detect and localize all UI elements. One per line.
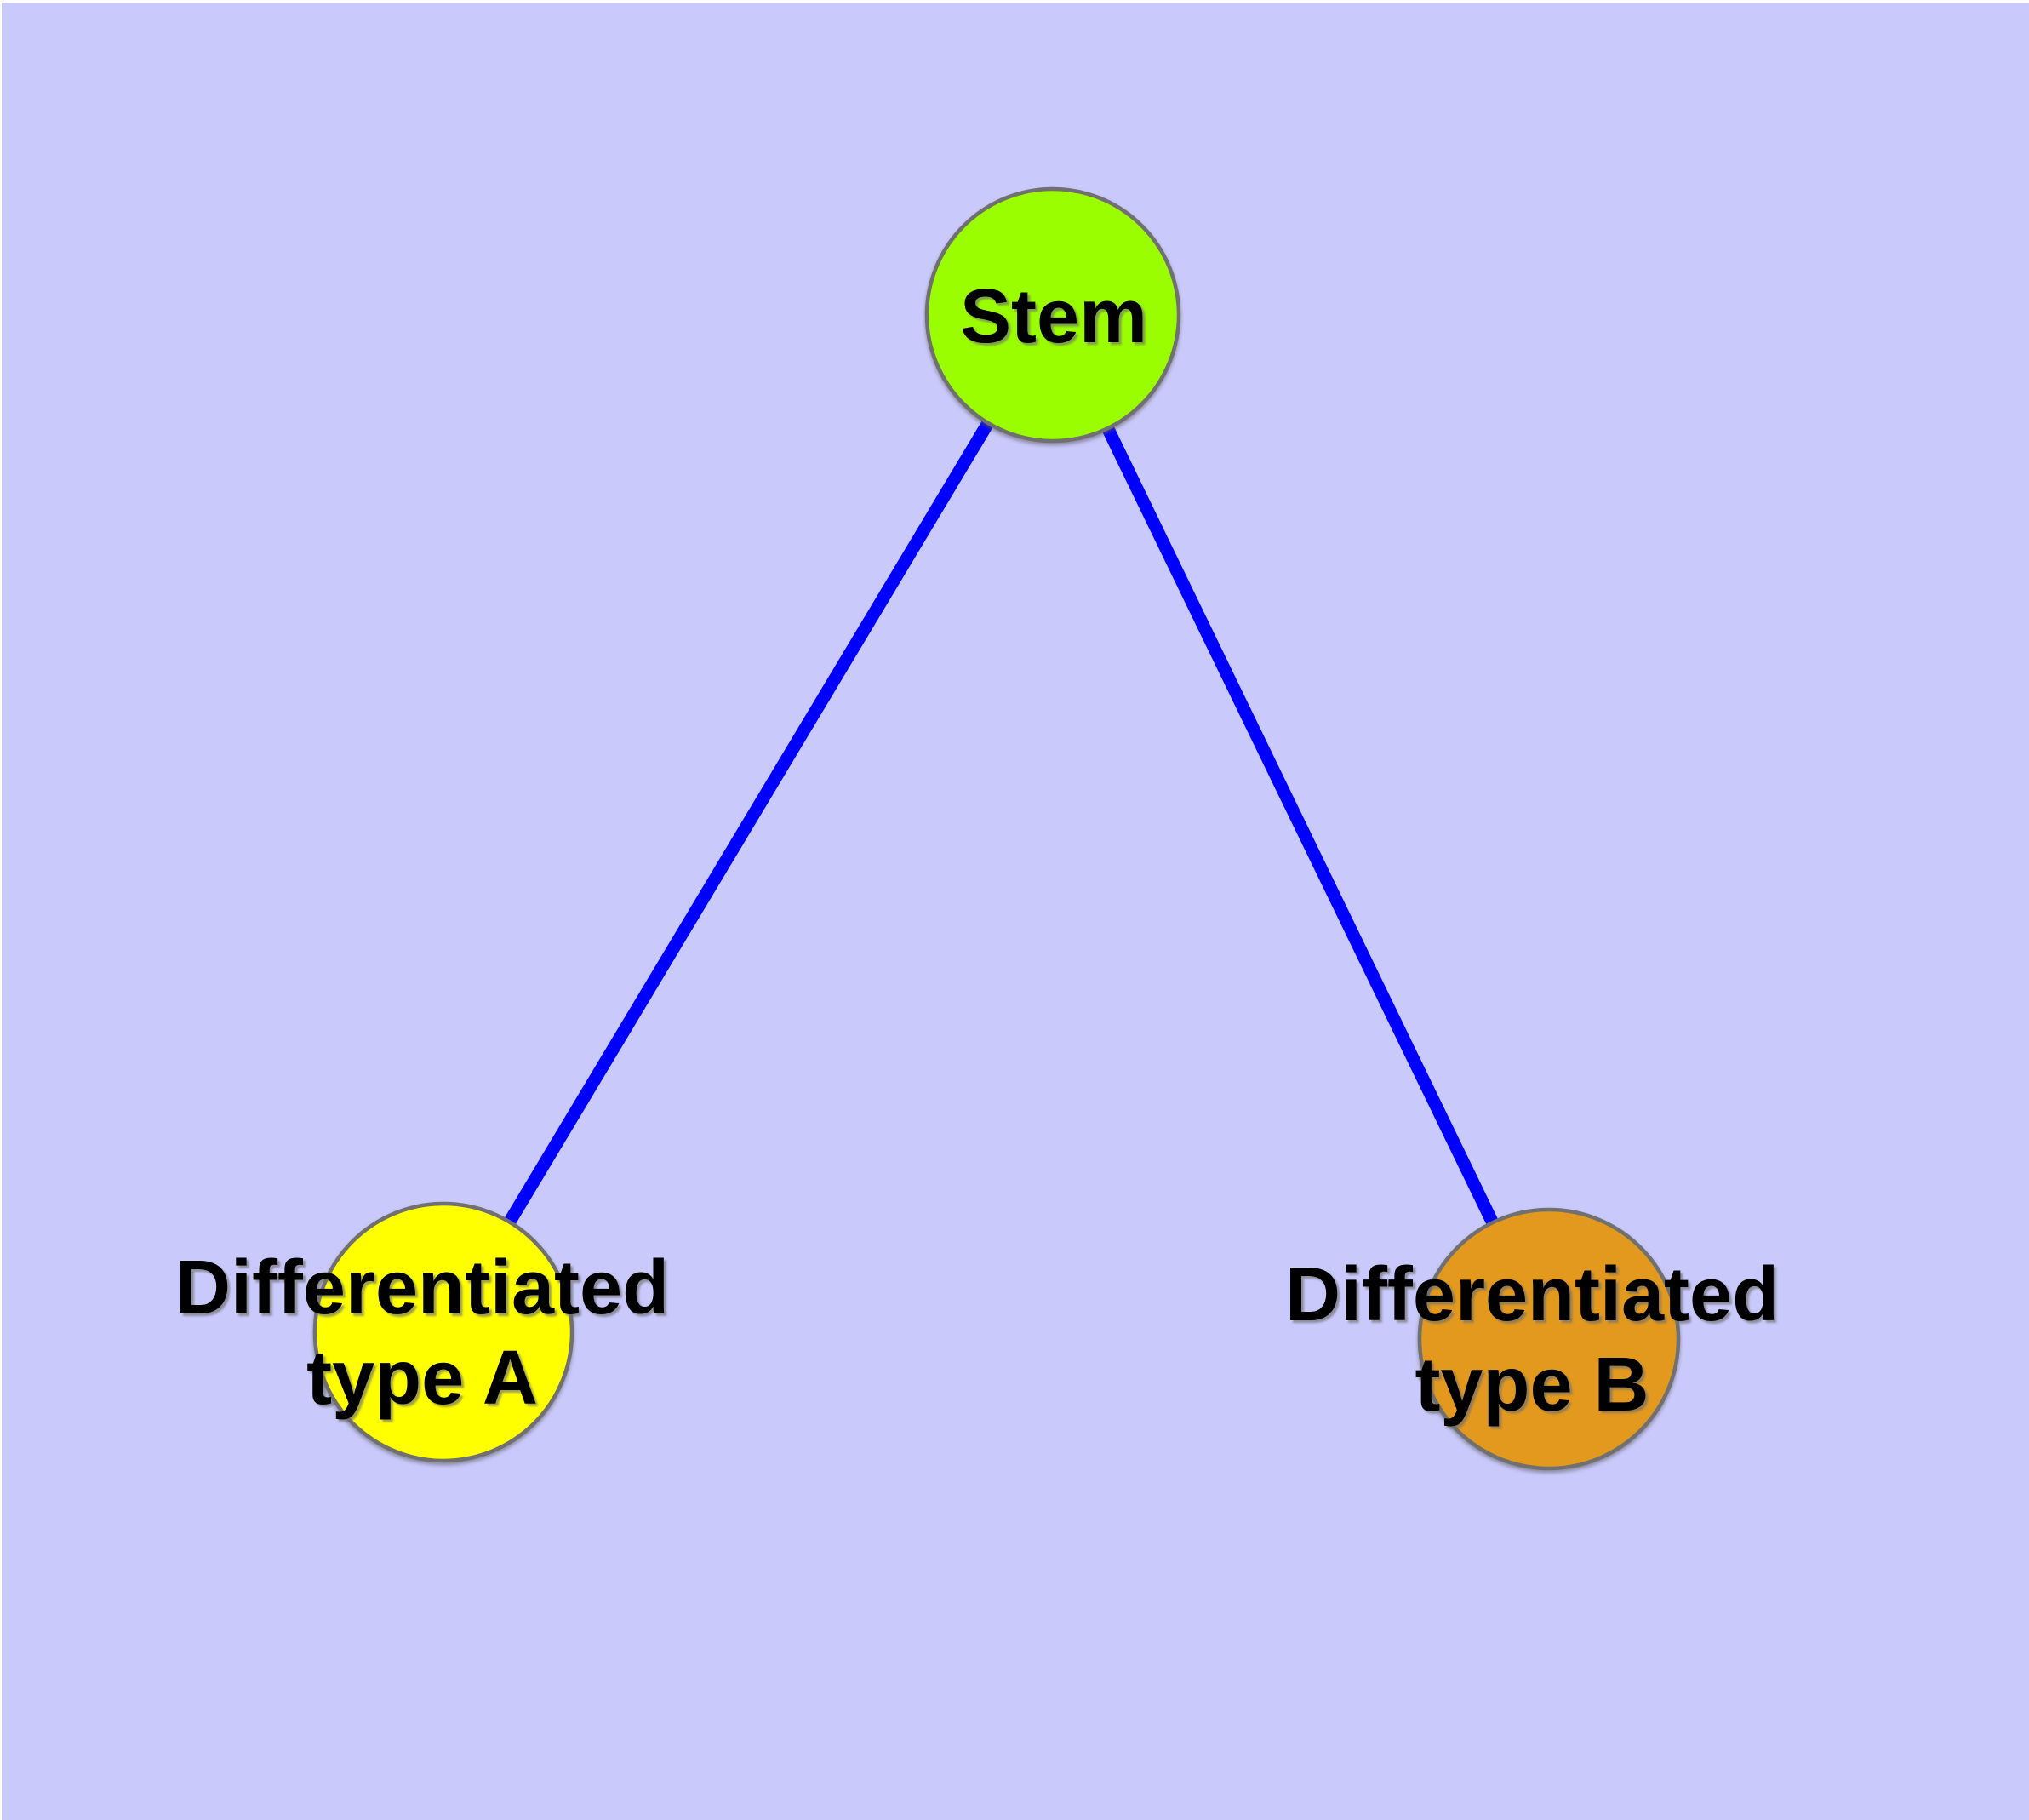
- node-circle-differentiated-type-a: [312, 1201, 574, 1463]
- node-group: [312, 186, 1681, 1471]
- node-circle-differentiated-type-b: [1417, 1207, 1681, 1471]
- edge-stem-to-type-a: [437, 312, 1059, 1336]
- node-circle-stem: [924, 186, 1181, 444]
- edge-stem-to-type-b: [1047, 312, 1555, 1342]
- edge-group: [437, 312, 1555, 1342]
